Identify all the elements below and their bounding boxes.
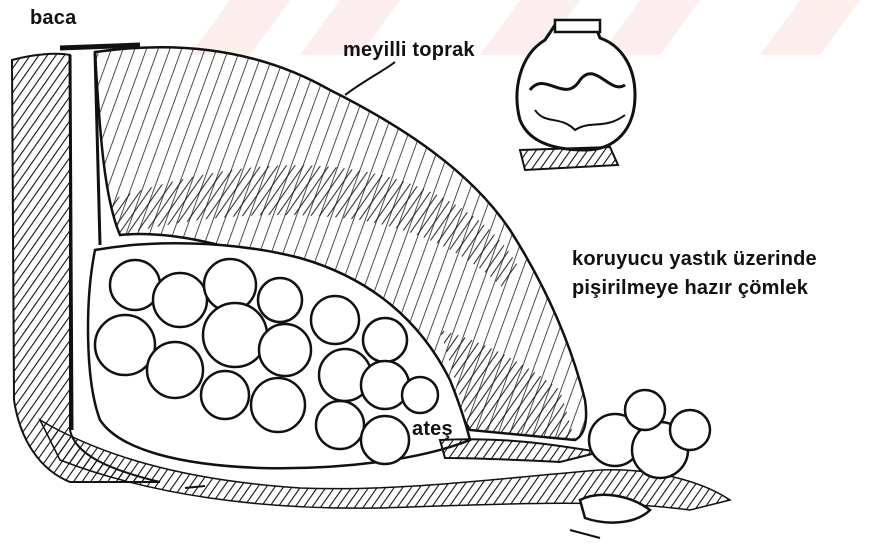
label-pots-line2: pişirilmeye hazır çömlek (572, 276, 808, 300)
watermark-stripes (190, 0, 860, 55)
pot (203, 303, 267, 367)
pot (316, 401, 364, 449)
pot (258, 278, 302, 322)
label-pots-line1: koruyucu yastık üzerinde (572, 247, 817, 271)
pot (625, 390, 665, 430)
pot (201, 371, 249, 419)
pot (361, 416, 409, 464)
label-sloped-soil: meyilli toprak (343, 38, 475, 62)
label-fire: ateş (412, 417, 453, 441)
pot (259, 324, 311, 376)
leader-line (345, 62, 395, 95)
pot (251, 378, 305, 432)
label-chimney: baca (30, 6, 76, 30)
fire-opening (440, 439, 600, 462)
pot (361, 361, 409, 409)
pot (363, 318, 407, 362)
pot (311, 296, 359, 344)
pot (670, 410, 710, 450)
pot (153, 273, 207, 327)
pot (402, 377, 438, 413)
pot (147, 342, 203, 398)
pot (95, 315, 155, 375)
